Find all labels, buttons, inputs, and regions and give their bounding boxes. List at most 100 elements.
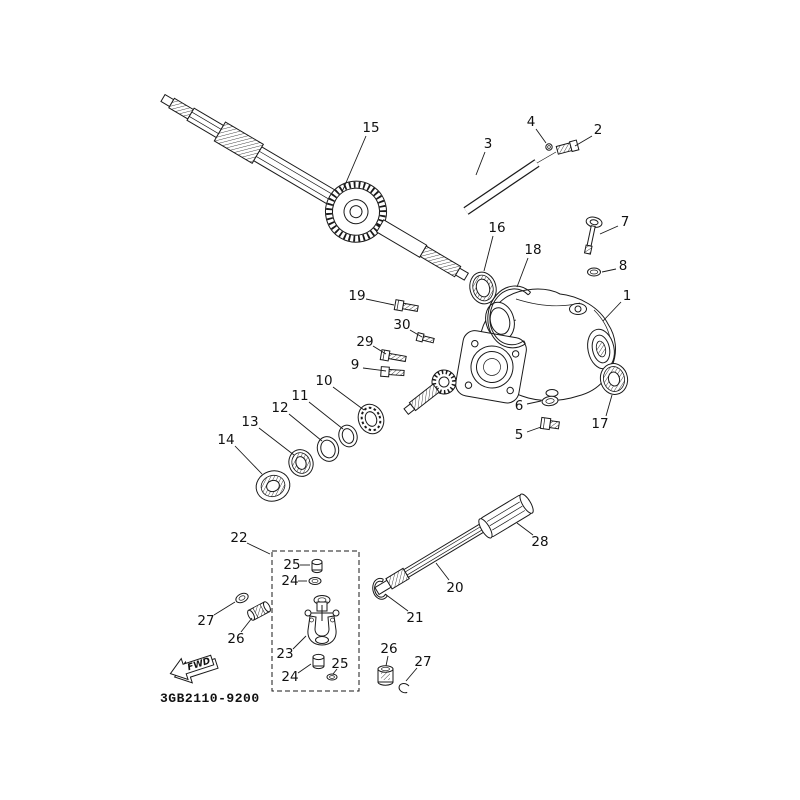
snap-ring-21 [372, 577, 388, 600]
callout-leader-11 [308, 401, 344, 430]
callout-leader-7 [599, 225, 619, 235]
housing-drain-boss [545, 389, 559, 397]
callout-label-16: 16 [488, 220, 505, 236]
callout-label-29: 29 [356, 334, 373, 350]
callout-label-26: 26 [227, 631, 244, 647]
callout-label-15: 15 [362, 120, 379, 136]
washer-27-left [235, 592, 249, 604]
callout-leader-26 [240, 617, 253, 633]
bearing-10 [357, 403, 385, 435]
retainer-14 [255, 470, 291, 502]
callout-label-23: 23 [276, 646, 293, 662]
diagram-code: 3GB2110-9200 [160, 691, 260, 706]
callout-leader-5 [526, 426, 542, 433]
oil-seal-13 [288, 449, 314, 477]
callout-label-18: 18 [524, 242, 541, 258]
callout-leader-28 [516, 522, 534, 536]
hose-clip [545, 143, 553, 151]
callout-label-30: 30 [393, 317, 410, 333]
breather-hose [463, 151, 557, 215]
universal-joint-23 [304, 595, 340, 646]
callout-label-7: 7 [621, 214, 630, 230]
circlip-27-right [398, 683, 410, 694]
callout-label-12: 12 [271, 400, 288, 416]
callout-leader-21 [384, 593, 409, 612]
callout-label-1: 1 [623, 288, 632, 304]
callout-leader-10 [332, 386, 365, 411]
bushing-26-left [247, 601, 271, 621]
callout-label-26: 26 [380, 641, 397, 657]
bolt-9 [380, 366, 405, 378]
callout-leader-17 [605, 394, 613, 417]
oil-seal-16 [469, 271, 497, 305]
bevel-pinion-gear [403, 369, 457, 416]
callout-leader-13 [258, 427, 295, 456]
callout-leader-27 [213, 601, 236, 616]
callout-leader-29 [372, 345, 387, 355]
callout-label-3: 3 [484, 136, 493, 152]
callout-label-27: 27 [197, 613, 214, 629]
callout-leader-23 [292, 635, 307, 650]
washer-11 [338, 424, 358, 448]
callout-leader-1 [602, 301, 622, 322]
callout-label-14: 14 [217, 432, 234, 448]
callout-label-9: 9 [351, 357, 360, 373]
gear-case-housing [455, 288, 616, 404]
callout-leader-25 [332, 668, 338, 675]
coupling-sleeve-28 [478, 493, 534, 539]
callout-label-22: 22 [230, 530, 247, 546]
kit-box-22 [271, 550, 360, 692]
callout-leader-4 [535, 128, 547, 144]
callout-leader-16 [483, 235, 494, 272]
callout-label-13: 13 [241, 414, 258, 430]
oil-level-plug [583, 216, 603, 255]
drain-plug-5 [539, 416, 560, 431]
main-shaft-with-gear [160, 93, 470, 281]
bushing-26-right [377, 665, 394, 686]
callout-leader-18 [516, 257, 529, 288]
callout-label-25: 25 [283, 557, 300, 573]
callout-label-28: 28 [531, 534, 548, 550]
callout-label-24: 24 [281, 669, 298, 685]
callout-label-8: 8 [619, 258, 628, 274]
callout-leader-3 [475, 151, 486, 176]
bolt-30 [415, 332, 435, 344]
callout-label-21: 21 [406, 610, 423, 626]
callout-leader-2 [574, 135, 593, 147]
ring-24-top [308, 577, 322, 585]
housing-output-boss [587, 328, 615, 370]
callout-label-4: 4 [527, 114, 536, 130]
ring-25-bottom [326, 673, 338, 681]
callout-leader-30 [409, 329, 423, 338]
ring-12 [316, 436, 340, 462]
callout-leader-8 [601, 268, 617, 273]
callout-leader-12 [288, 413, 323, 442]
callout-leader-6 [526, 400, 542, 405]
circlip-18 [487, 285, 531, 349]
callout-label-25: 25 [331, 656, 348, 672]
o-ring [587, 267, 601, 277]
callout-label-2: 2 [594, 122, 603, 138]
bolt-19 [393, 299, 419, 312]
fwd-arrow-label: FWD [186, 656, 212, 673]
callout-leader-9 [362, 367, 387, 372]
seal-17 [599, 363, 629, 395]
callout-leader-14 [234, 445, 263, 475]
callout-leader-22 [246, 542, 271, 555]
callout-label-11: 11 [291, 388, 308, 404]
fwd-arrow: FWD [169, 654, 219, 684]
housing-front-flange [455, 330, 527, 404]
callout-leader-19 [365, 298, 395, 306]
callout-leader-15 [341, 135, 367, 193]
bushing-25-top [311, 558, 323, 574]
callout-label-10: 10 [315, 373, 332, 389]
callout-leader-26 [385, 655, 389, 667]
washer-6 [541, 395, 559, 407]
housing-input-neck [485, 301, 515, 341]
callout-label-5: 5 [515, 427, 524, 443]
callout-label-17: 17 [591, 416, 608, 432]
callout-leader-24 [297, 663, 312, 674]
